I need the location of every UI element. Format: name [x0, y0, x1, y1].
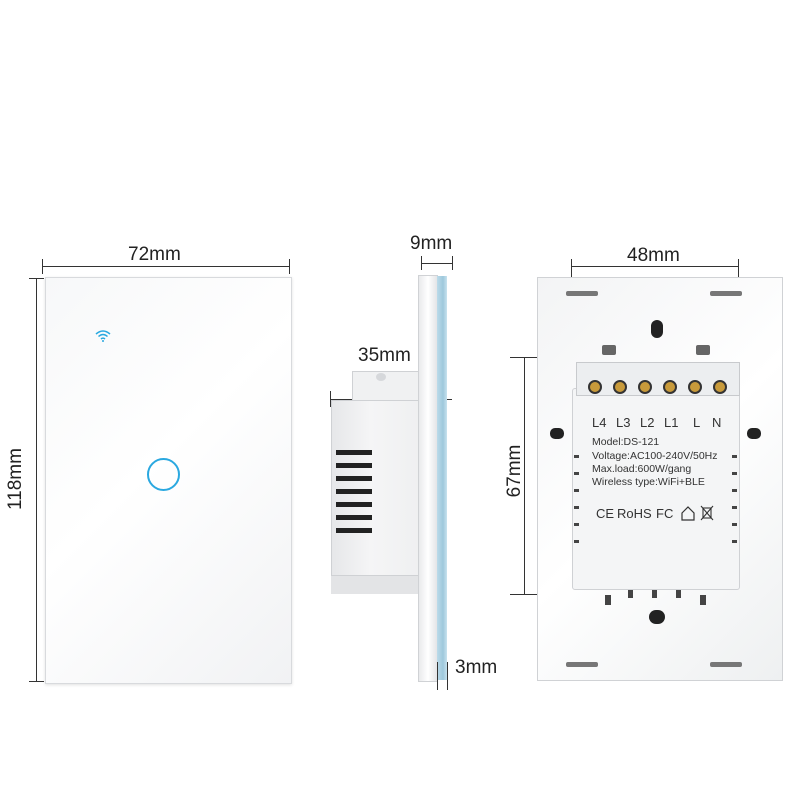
module-vent — [574, 489, 579, 492]
back-width-label: 48mm — [627, 245, 680, 266]
screw-hole-bottom — [649, 610, 665, 624]
mount-hole-left — [550, 428, 564, 439]
vent-slot — [336, 528, 372, 533]
cert-ce: CE — [596, 506, 615, 521]
wifi-icon — [95, 330, 111, 342]
side-back-box-top-ridge — [352, 371, 428, 400]
thickness-dim-line — [421, 263, 453, 264]
spec-voltage: Voltage:AC100-240V/50Hz — [592, 450, 718, 462]
side-glass-label: 3mm — [455, 657, 498, 678]
back-height-label: 67mm — [504, 444, 525, 498]
side-back-box — [331, 400, 429, 594]
side-back-box-bottom — [331, 575, 427, 594]
height-dimension-tick-bottom — [29, 681, 44, 682]
height-dimension-tick-top — [29, 278, 44, 279]
terminal-label-l1: L1 — [664, 415, 679, 430]
touch-button[interactable] — [147, 458, 180, 491]
module-vent — [574, 455, 579, 458]
front-width-label: 72mm — [128, 244, 181, 265]
weee-bin-icon — [700, 505, 714, 521]
side-frame-plate — [418, 275, 438, 682]
vent-slot — [336, 463, 372, 468]
module-vent — [676, 590, 681, 598]
mount-hole-right — [747, 428, 761, 439]
house-mark-icon — [681, 506, 695, 521]
terminal-notch — [696, 345, 710, 355]
terminal-block — [576, 362, 740, 396]
spec-max-load: Max.load:600W/gang — [592, 463, 692, 475]
terminal-screw — [688, 380, 702, 394]
vent-slot — [336, 515, 372, 520]
terminal-screw — [638, 380, 652, 394]
plate-slot — [566, 662, 598, 667]
terminal-screw — [588, 380, 602, 394]
back-width-dim-line — [571, 266, 739, 267]
side-depth-label: 35mm — [358, 345, 411, 366]
side-screw-boss — [376, 373, 386, 381]
glass-dim-tick-right — [447, 662, 448, 690]
height-dimension-line — [36, 278, 37, 682]
vent-slot — [336, 476, 372, 481]
width-dimension-tick-left — [42, 259, 43, 274]
module-vent — [732, 472, 737, 475]
terminal-label-n: N — [712, 415, 722, 430]
side-thickness-label: 9mm — [410, 233, 453, 254]
module-vent — [732, 523, 737, 526]
front-height-label: 118mm — [5, 448, 26, 510]
back-height-dim-line — [524, 357, 525, 595]
glass-dim-tick-left — [437, 662, 438, 690]
cert-rohs: RoHS — [617, 506, 652, 521]
thickness-tick-right — [452, 256, 453, 270]
module-vent — [574, 472, 579, 475]
screw-hole-top — [651, 320, 663, 338]
module-vent — [628, 590, 633, 598]
side-glass-edge — [437, 276, 447, 680]
plate-slot — [566, 291, 598, 296]
module-vent — [605, 595, 611, 605]
module-vent — [574, 523, 579, 526]
terminal-label-l3: L3 — [616, 415, 631, 430]
terminal-label-l2: L2 — [640, 415, 655, 430]
terminal-notch — [602, 345, 616, 355]
vent-slot — [336, 489, 372, 494]
depth-tick-left — [330, 391, 331, 407]
terminal-label-l: L — [693, 415, 701, 430]
module-box — [572, 388, 740, 590]
module-vent — [574, 506, 579, 509]
terminal-label-l4: L4 — [592, 415, 607, 430]
plate-slot — [710, 291, 742, 296]
thickness-tick-left — [421, 256, 422, 270]
width-dimension-line — [42, 266, 290, 267]
spec-wireless: Wireless type:WiFi+BLE — [592, 476, 705, 488]
module-vent — [732, 489, 737, 492]
cert-fc: FC — [656, 506, 674, 521]
module-vent — [574, 540, 579, 543]
width-dimension-tick-right — [289, 259, 290, 274]
terminal-screw — [713, 380, 727, 394]
vent-slot — [336, 502, 372, 507]
module-vent — [732, 540, 737, 543]
vent-slot — [336, 450, 372, 455]
module-vent — [652, 590, 657, 598]
terminal-screw — [663, 380, 677, 394]
module-vent — [732, 455, 737, 458]
terminal-screw — [613, 380, 627, 394]
spec-model: Model:DS-121 — [592, 436, 660, 448]
plate-slot — [710, 662, 742, 667]
module-vent — [700, 595, 706, 605]
module-vent — [732, 506, 737, 509]
